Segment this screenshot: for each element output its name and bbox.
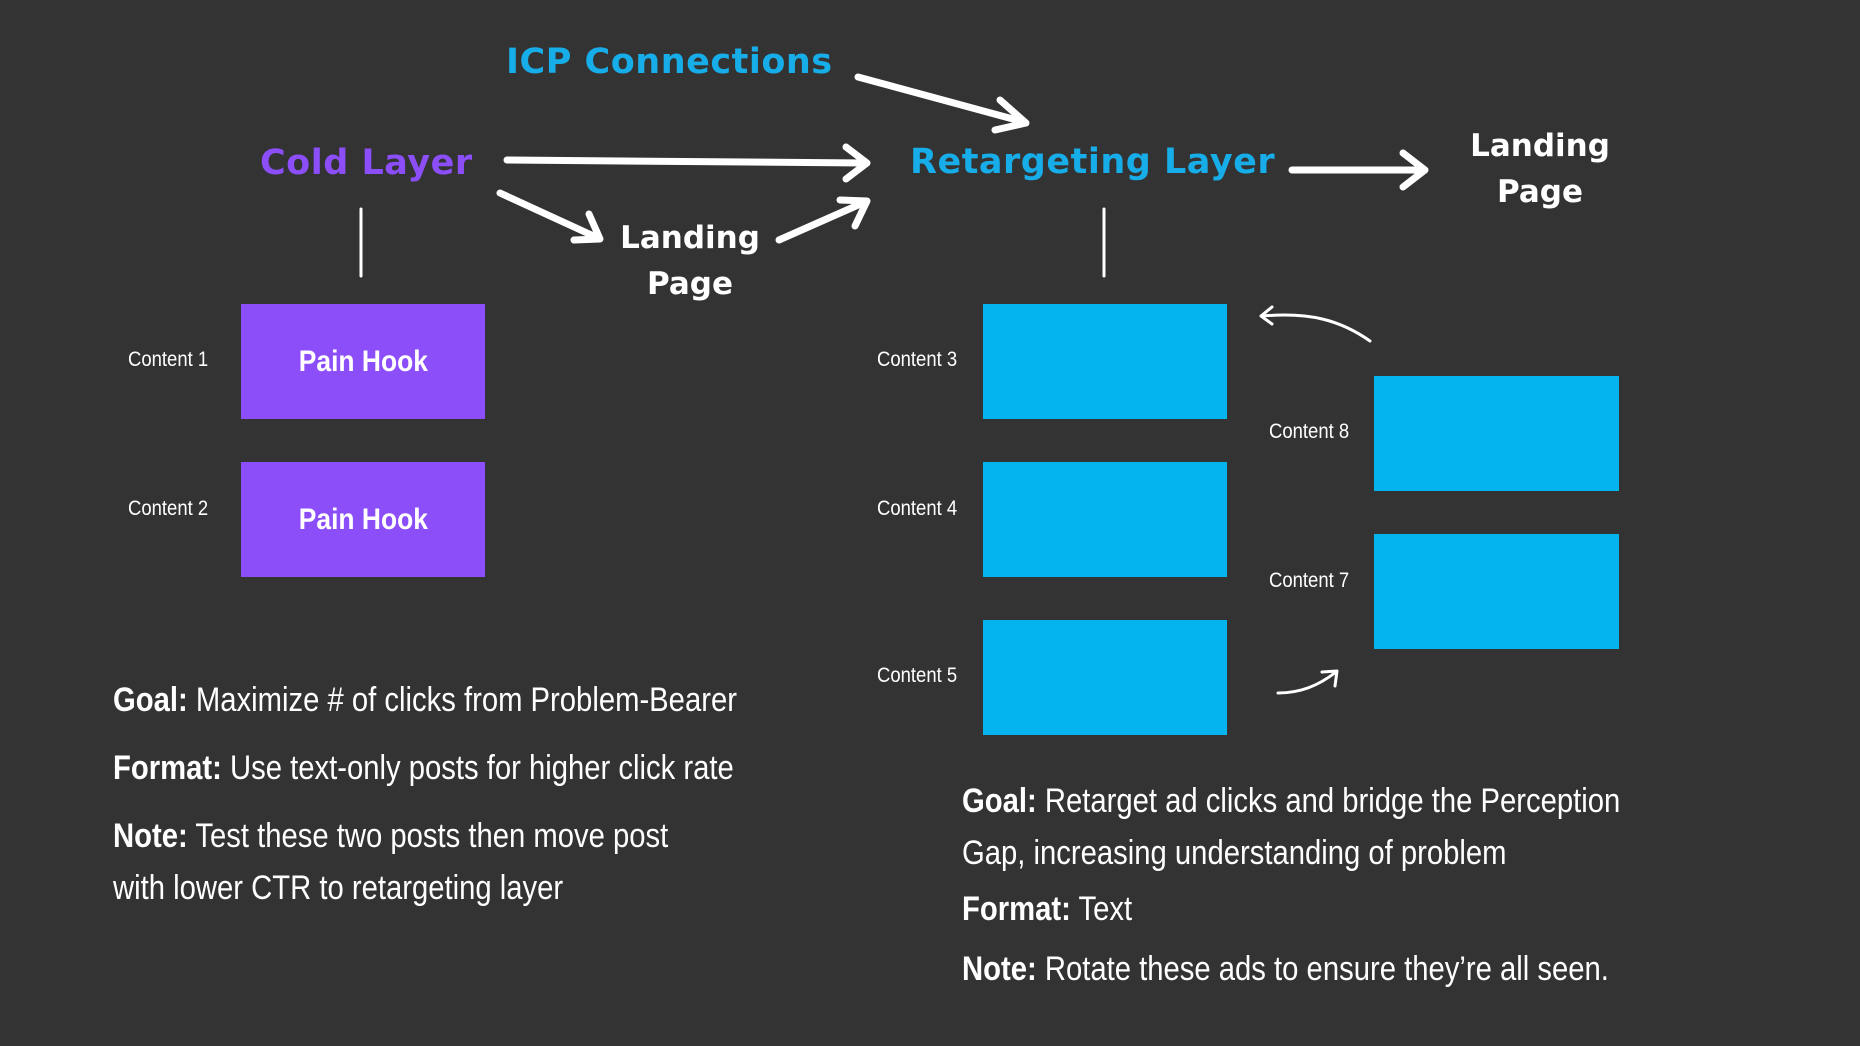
content-label-7: Content 7 xyxy=(1269,569,1350,592)
retarget-box-8 xyxy=(1374,376,1619,491)
cold-note-note-key: Note: xyxy=(113,817,188,855)
landing-page-right-line2: Page xyxy=(1496,174,1584,210)
pain-hook-box-1-text: Pain Hook xyxy=(298,344,428,378)
pain-hook-box-2: Pain Hook xyxy=(241,462,485,577)
retarget-note-goal: Goal: Retarget ad clicks and bridge the … xyxy=(962,775,1641,879)
retarget-note-format-key: Format: xyxy=(962,890,1071,928)
retarget-box-5 xyxy=(983,620,1227,735)
cold-note-format-text: Use text-only posts for higher click rat… xyxy=(229,749,734,787)
cold-note-format: Format: Use text-only posts for higher c… xyxy=(113,742,784,794)
arrow-retargeting-to-landing xyxy=(1288,149,1429,191)
landing-page-mid: Landing Page xyxy=(600,215,780,307)
landing-page-mid-line2: Page xyxy=(646,266,734,302)
retarget-note-goal-text: Retarget ad clicks and bridge the Percep… xyxy=(962,782,1621,872)
retarget-note-note: Note: Rotate these ads to ensure they’re… xyxy=(962,943,1650,995)
pain-hook-box-2-text: Pain Hook xyxy=(298,502,428,536)
content-label-5: Content 5 xyxy=(877,664,958,687)
content-label-2: Content 2 xyxy=(128,497,209,520)
cold-layer-title: Cold Layer xyxy=(260,143,473,183)
arrow-landing-to-retargeting xyxy=(775,196,871,244)
retarget-notes: Goal: Retarget ad clicks and bridge the … xyxy=(962,775,1762,995)
cold-notes: Goal: Maximize # of clicks from Problem-… xyxy=(113,674,893,914)
retarget-note-format: Format: Text xyxy=(962,883,1650,935)
cold-note-note-text: Test these two posts then move post with… xyxy=(113,817,669,907)
cold-note-goal: Goal: Maximize # of clicks from Problem-… xyxy=(113,674,784,726)
pain-hook-box-1: Pain Hook xyxy=(241,304,485,419)
content-label-3: Content 3 xyxy=(877,348,958,371)
content-label-8: Content 8 xyxy=(1269,420,1350,443)
retarget-note-goal-key: Goal: xyxy=(962,782,1037,820)
retarget-box-4 xyxy=(983,462,1227,577)
landing-page-right-line1: Landing xyxy=(1470,128,1610,164)
arrow-cold-to-retargeting xyxy=(503,143,871,183)
landing-page-right: Landing Page xyxy=(1450,123,1630,215)
arrow-curve-bottom xyxy=(1276,669,1339,695)
cold-note-goal-text: Maximize # of clicks from Problem-Bearer xyxy=(195,681,737,719)
arrow-curve-top xyxy=(1259,305,1372,343)
cold-note-goal-key: Goal: xyxy=(113,681,188,719)
cold-note-note: Note: Test these two posts then move pos… xyxy=(113,810,706,914)
retarget-note-format-text: Text xyxy=(1078,890,1133,928)
content-label-1: Content 1 xyxy=(128,348,209,371)
arrow-icp-to-retargeting xyxy=(854,73,1030,134)
cold-note-format-key: Format: xyxy=(113,749,222,787)
content-label-4: Content 4 xyxy=(877,497,958,520)
retarget-box-7 xyxy=(1374,534,1619,649)
retarget-box-3 xyxy=(983,304,1227,419)
retarget-note-note-key: Note: xyxy=(962,950,1037,988)
landing-page-mid-line1: Landing xyxy=(620,220,760,256)
icp-connections-label: ICP Connections xyxy=(506,42,833,82)
arrow-cold-to-landing xyxy=(496,189,604,244)
retargeting-layer-title: Retargeting Layer xyxy=(910,142,1276,182)
retarget-note-note-text: Rotate these ads to ensure they’re all s… xyxy=(1044,950,1609,988)
